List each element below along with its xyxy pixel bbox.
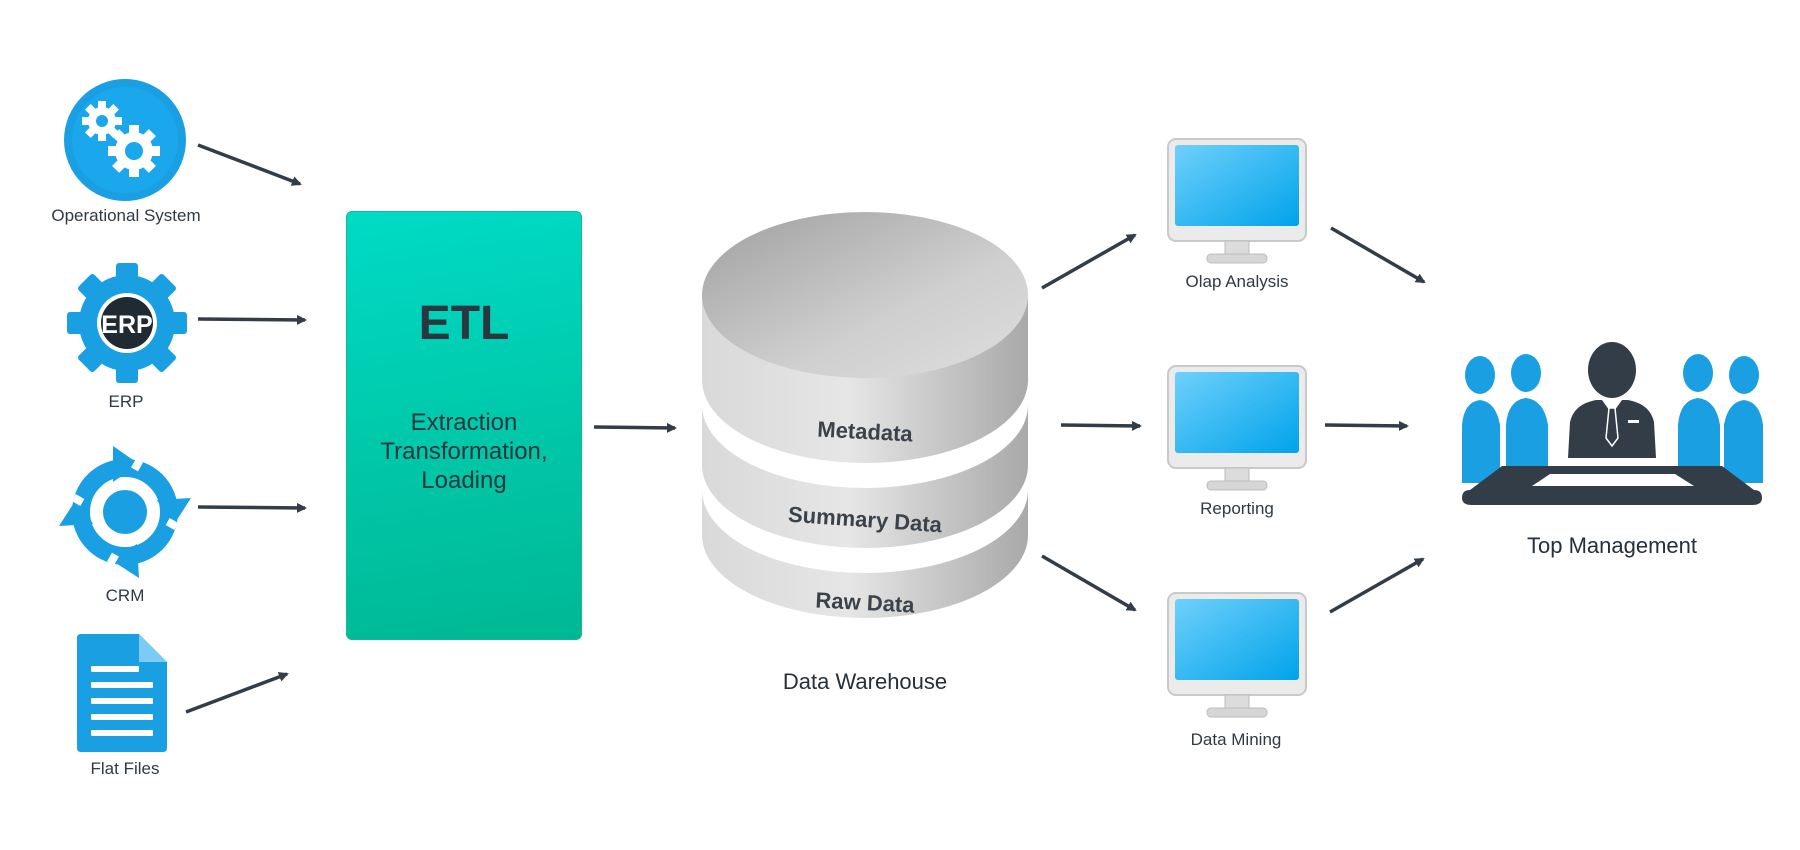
data-warehouse-label: Data Warehouse [782, 669, 948, 694]
erp-badge-text: ERP [101, 311, 152, 339]
arrow-warehouse-to-olap [1041, 233, 1137, 290]
cycle-arrows-icon [55, 442, 195, 582]
etl-subtitle: Extraction Transformation, Loading [380, 409, 548, 494]
arrow-reporting-to-management [1324, 420, 1409, 431]
arrow-etl-to-warehouse [593, 422, 677, 433]
olap-analysis-label: Olap Analysis [1185, 272, 1289, 291]
etl-title: ETL [418, 297, 510, 350]
monitor-icon [1167, 365, 1307, 491]
arrow-crm-to-etl [197, 502, 307, 513]
meeting-people-icon [1462, 342, 1763, 505]
data-mining-label: Data Mining [1190, 730, 1282, 749]
arrow-warehouse-to-mining [1041, 554, 1137, 612]
arrow-operational-to-etl [197, 143, 302, 186]
monitor-icon [1167, 138, 1307, 264]
arrow-olap-to-management [1330, 226, 1426, 284]
database-stack-icon [702, 212, 1028, 618]
gears-icon [64, 79, 186, 201]
erp-label: ERP [108, 392, 144, 411]
arrow-erp-to-etl [197, 314, 307, 325]
operational-system-label: Operational System [51, 206, 201, 225]
document-icon [77, 634, 167, 752]
crm-label: CRM [105, 586, 145, 605]
etl-box: ETL Extraction Transformation, Loading [346, 211, 582, 640]
erp-gear-icon: ERP [66, 262, 188, 384]
top-management-label: Top Management [1527, 533, 1697, 558]
layer-raw-data: Raw Data [814, 587, 916, 618]
arrow-warehouse-to-reporting [1060, 420, 1142, 431]
flat-files-label: Flat Files [90, 759, 160, 778]
arrow-flatfiles-to-etl [185, 672, 289, 714]
arrow-mining-to-management [1329, 557, 1425, 614]
reporting-label: Reporting [1200, 499, 1274, 518]
monitor-icon [1167, 592, 1307, 718]
layer-metadata: Metadata [816, 416, 914, 447]
